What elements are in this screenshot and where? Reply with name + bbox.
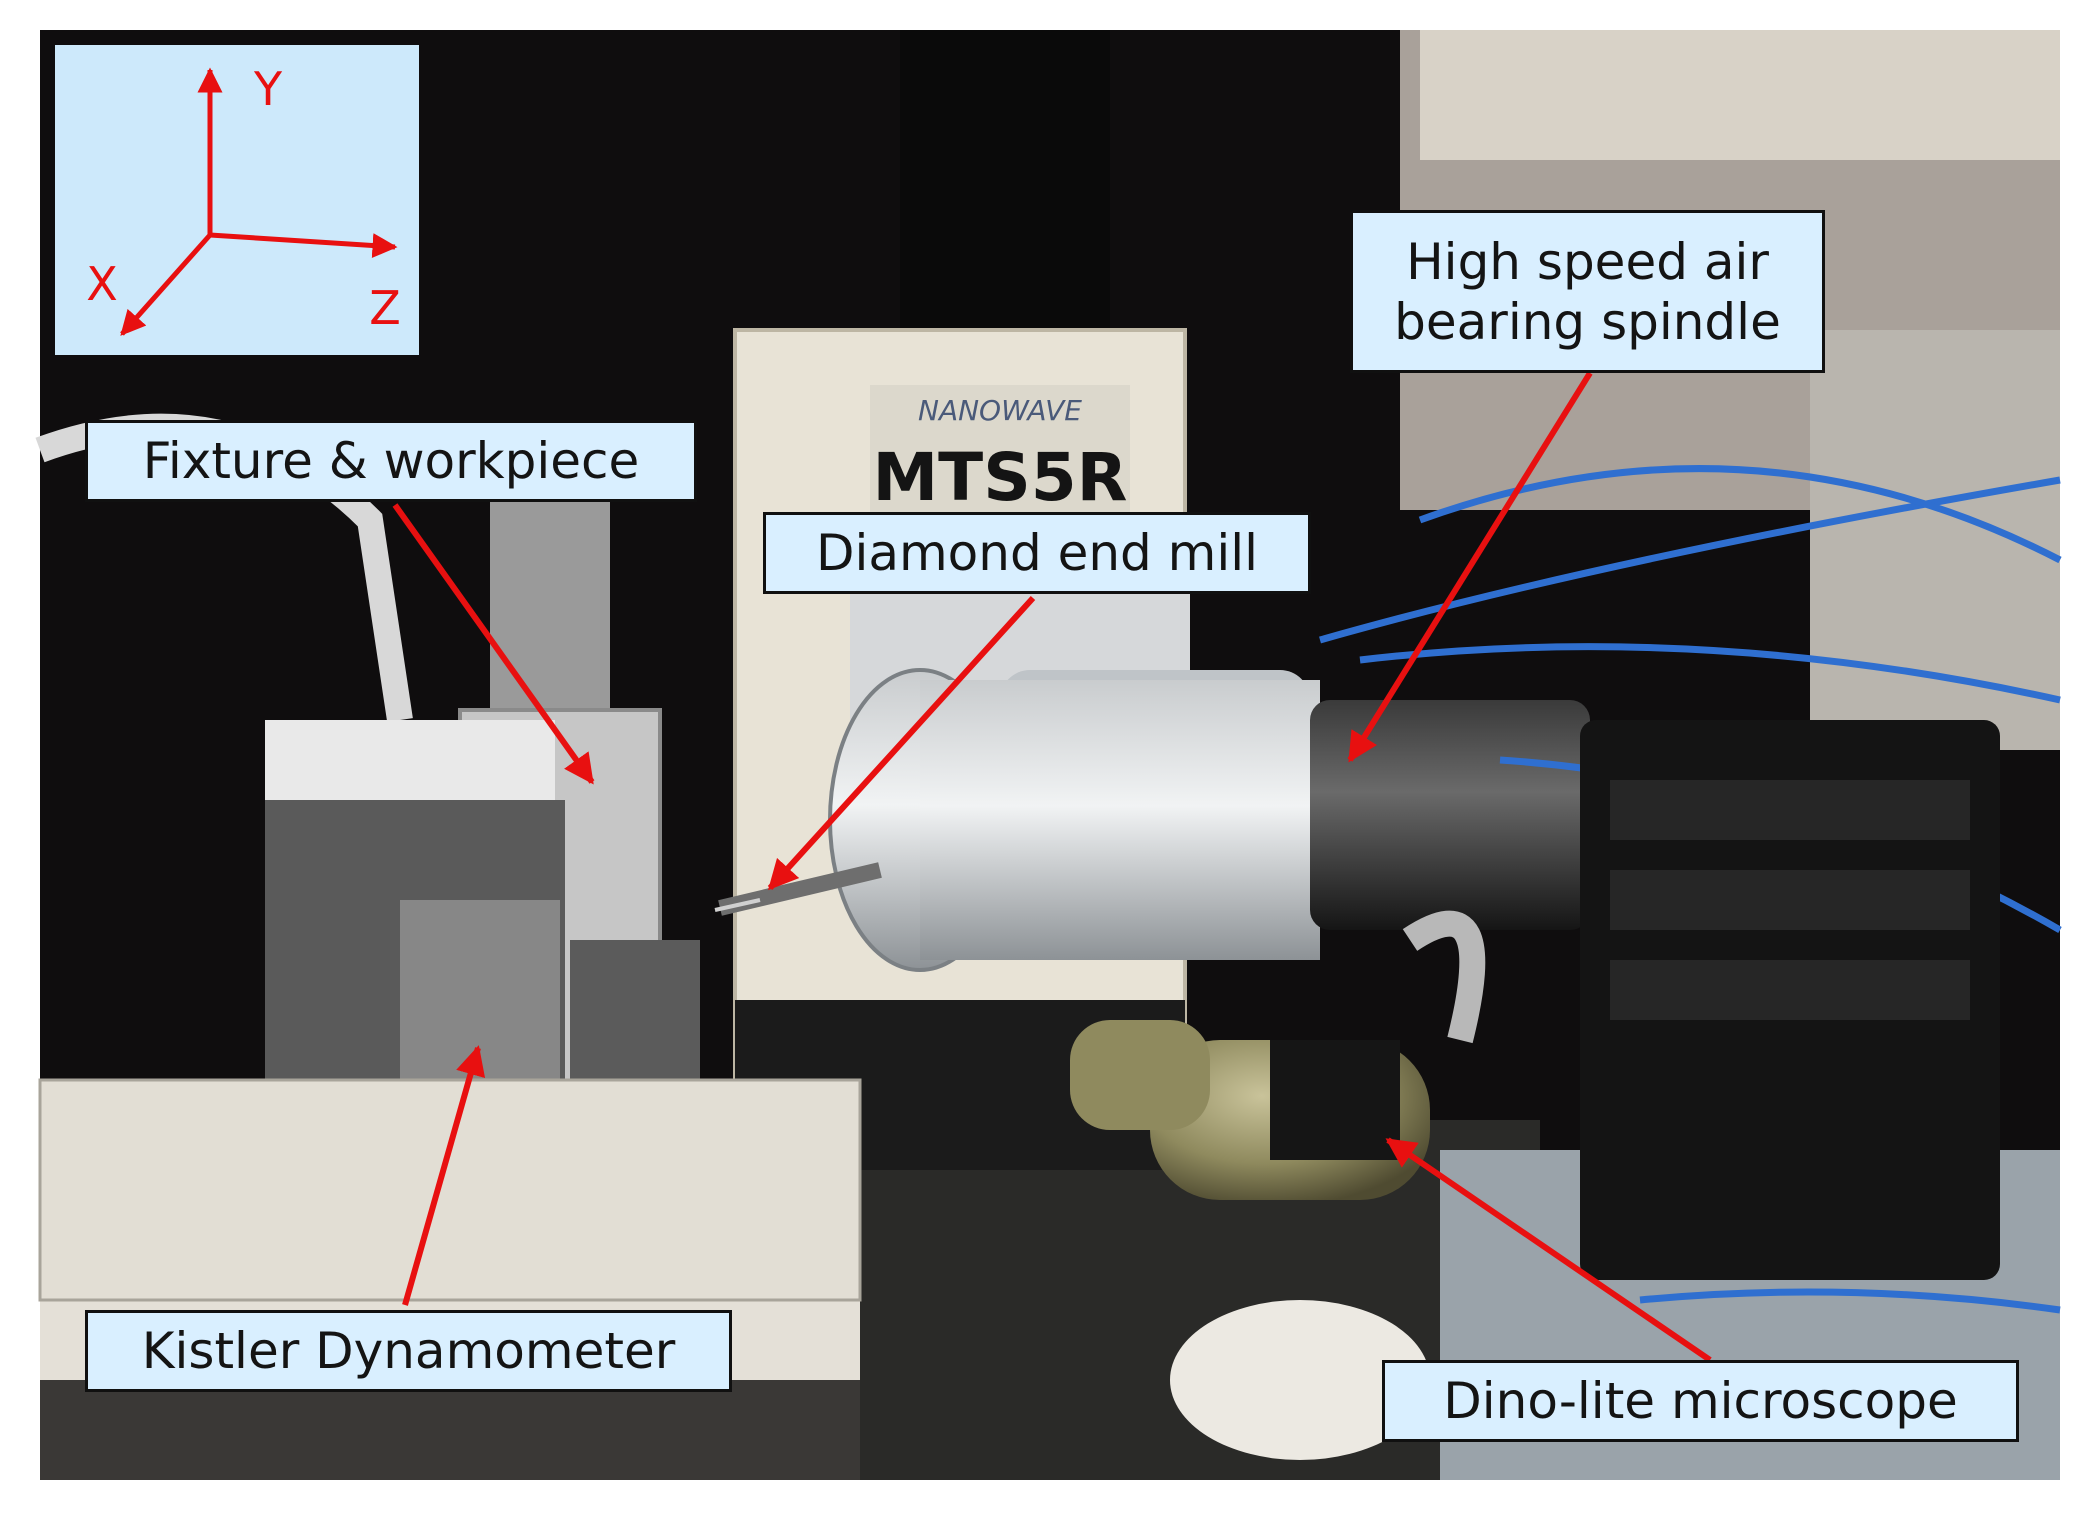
machine-badge: NANOWAVE MTS5R [870, 385, 1130, 516]
spindle-arrow [1347, 371, 1593, 763]
diamond-end-mill-text: Diamond end mill [815, 524, 1259, 582]
controller-box [1580, 720, 2000, 1280]
spindle-label: High speed air bearing spindle [1350, 210, 1825, 373]
dino-lite-microscope-text: Dino-lite microscope [1443, 1372, 1958, 1430]
kistler-dynamometer-text: Kistler Dynamometer [141, 1322, 676, 1380]
microscope-arrow [1385, 1137, 1712, 1363]
machine-brand-text: NANOWAVE [918, 394, 1082, 427]
machine-model-text: MTS5R [873, 439, 1128, 516]
spindle-text-line2: bearing spindle [1394, 292, 1781, 351]
kistler-dynamometer-label: Kistler Dynamometer [85, 1310, 732, 1392]
fixture-arrow [392, 503, 595, 785]
axes-inset: Y X Z [55, 45, 419, 355]
diamond-end-mill-label: Diamond end mill [763, 512, 1311, 594]
end-mill-arrow [767, 595, 1036, 891]
microscope [1070, 910, 1486, 1460]
annotation-arrows [392, 371, 1712, 1363]
fixture-workpiece-text: Fixture & workpiece [142, 432, 640, 490]
dynamometer-arrow [402, 1045, 486, 1306]
x-axis-label: X [86, 257, 118, 311]
axes-arrows [120, 67, 398, 336]
dino-lite-microscope-label: Dino-lite microscope [1382, 1360, 2019, 1442]
z-axis-label: Z [369, 281, 401, 335]
y-axis-label: Y [253, 62, 283, 116]
spindle-text-line1: High speed air [1406, 232, 1769, 291]
fixture-workpiece-label: Fixture & workpiece [85, 420, 697, 502]
dynamometer-body [38, 720, 862, 1302]
